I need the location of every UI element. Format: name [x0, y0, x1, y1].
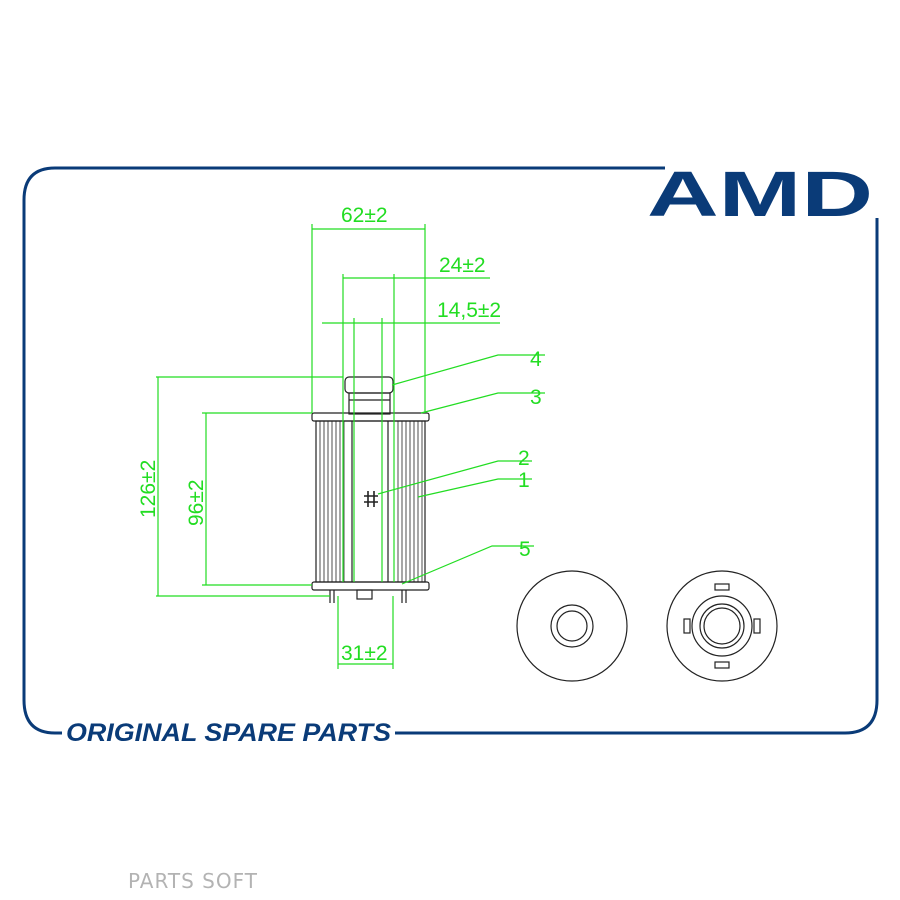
frame: [22, 166, 879, 735]
dimension-outer-diameter: 62±2: [341, 204, 388, 227]
dimension-bottom-diameter: 31±2: [341, 642, 388, 665]
part-label-5: 5: [519, 538, 531, 561]
dimension-total-height: 126±2: [137, 460, 160, 518]
part-label-1: 1: [518, 469, 530, 492]
filter-pleats: [319, 421, 423, 582]
filter-bottom-view: [666, 570, 778, 682]
brand-logo: AMD: [647, 158, 873, 230]
brand-slogan: ORIGINAL SPARE PARTS: [66, 719, 391, 747]
dimension-top-diameter: 24±2: [439, 254, 486, 277]
part-label-2: 2: [518, 447, 530, 470]
filter-top-view: [516, 570, 628, 682]
dimension-lines: [156, 224, 545, 669]
dimension-inner-diameter: 14,5±2: [437, 299, 501, 322]
part-label-4: 4: [530, 348, 542, 371]
footer-watermark: PARTS SOFT: [128, 869, 258, 893]
dimension-body-height: 96±2: [185, 479, 208, 526]
part-label-3: 3: [530, 386, 542, 409]
filter-side-view: [311, 376, 430, 603]
